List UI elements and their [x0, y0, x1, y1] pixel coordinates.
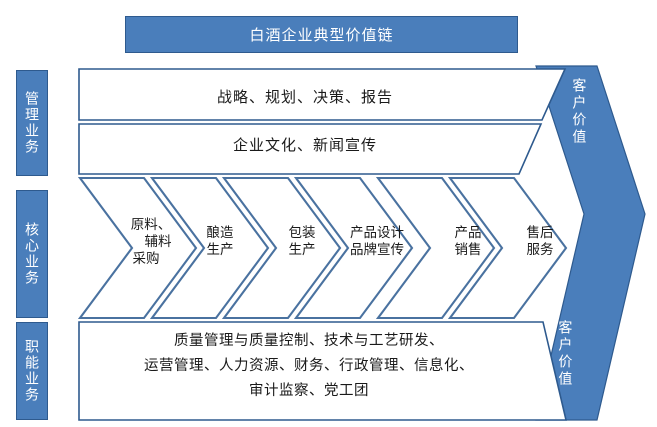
core-step-line: 品牌宣传 — [350, 242, 404, 257]
core-chevron-design-brand — [293, 176, 414, 320]
management-row-1-text: 战略、规划、决策、报告 — [216, 89, 393, 106]
core-step-line: 产品设计 — [350, 225, 404, 240]
core-step-line: 生产 — [206, 242, 234, 257]
functional-line: 运营管理、人力资源、财务、行政管理、信息化、 — [144, 358, 474, 374]
core-step-label-sales: 产品 销售 — [436, 224, 500, 258]
core-step-line: 原料、 — [130, 217, 172, 232]
core-step-line: 包装 — [288, 225, 316, 240]
functional-line: 质量管理与质量控制、技术与工艺研发、 — [174, 333, 444, 349]
category-label-management: 管理业务 — [16, 70, 48, 176]
category-label-core: 核心业务 — [16, 190, 48, 318]
management-row-1-panel — [78, 68, 567, 121]
core-step-line: 产品 — [454, 225, 482, 240]
core-chevron-packaging — [221, 176, 342, 320]
functional-line: 审计监察、党工团 — [249, 383, 369, 399]
customer-value-label-top: 客户价值 — [571, 78, 588, 146]
core-step-line: 酿造 — [206, 225, 234, 240]
functional-business-text: 质量管理与质量控制、技术与工艺研发、 运营管理、人力资源、财务、行政管理、信息化… — [84, 329, 534, 404]
core-chevron-brewing — [149, 176, 270, 320]
customer-value-arrow — [535, 65, 646, 421]
management-row-2-text: 企业文化、新闻宣传 — [232, 137, 377, 154]
core-step-label-procurement: 原料、 辅料 采购 — [112, 216, 190, 267]
core-step-line: 采购 — [132, 251, 160, 266]
core-chevron-procurement — [77, 176, 198, 320]
core-step-line: 销售 — [454, 242, 482, 257]
core-step-line: 售后 — [526, 225, 554, 240]
core-step-line: 服务 — [526, 242, 554, 257]
core-step-label-packaging: 包装 生产 — [270, 224, 334, 258]
customer-value-label-bottom: 客户价值 — [557, 320, 574, 388]
core-chevron-after-sales — [447, 176, 568, 320]
functional-business-panel — [78, 321, 568, 421]
page-title: 白酒企业典型价值链 — [125, 16, 518, 53]
core-step-label-after-sales: 售后 服务 — [508, 224, 572, 258]
core-step-line: 生产 — [288, 242, 316, 257]
core-step-label-design-brand: 产品设计 品牌宣传 — [332, 224, 422, 258]
core-step-label-brewing: 酿造 生产 — [188, 224, 252, 258]
core-chevron-sales — [375, 176, 496, 320]
core-step-line: 辅料 — [144, 234, 172, 249]
management-row-2-panel — [78, 123, 543, 175]
category-label-functional: 职能业务 — [16, 322, 48, 420]
